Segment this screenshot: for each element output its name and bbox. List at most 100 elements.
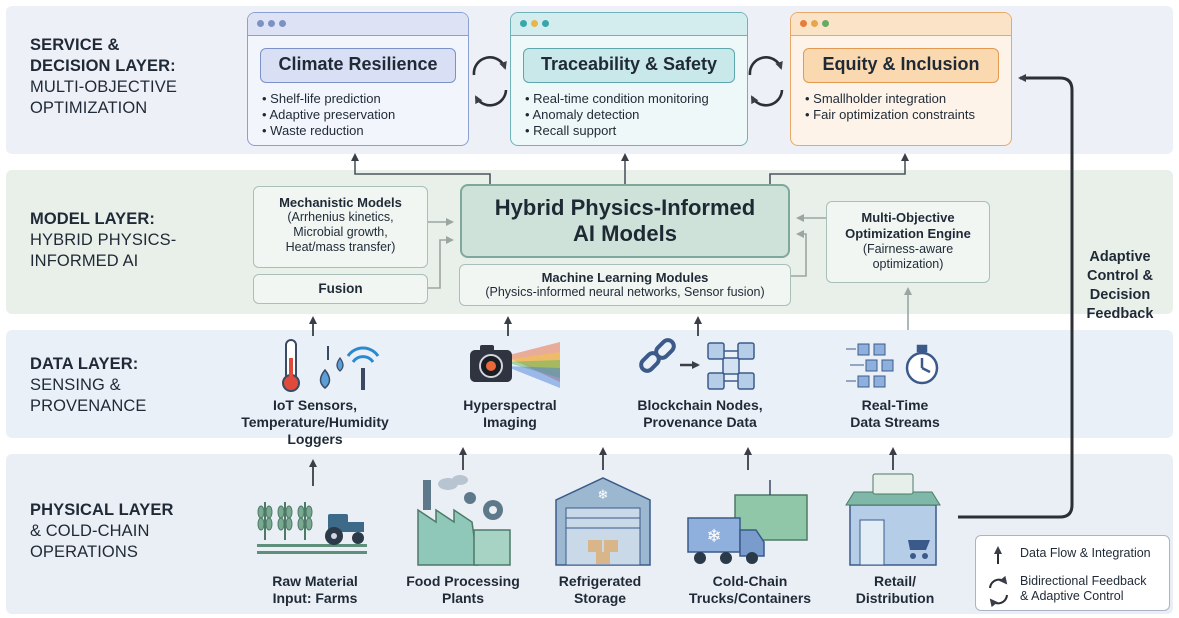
window-dot-icon <box>800 20 807 27</box>
physical-layer-title: PHYSICAL LAYER & COLD-CHAIN OPERATIONS <box>30 500 174 563</box>
traceability-safety-title: Traceability & Safety <box>523 48 735 83</box>
label-line: Refrigerated <box>558 573 642 589</box>
window-titlebar <box>511 13 747 36</box>
label-line: Food Processing <box>406 573 520 589</box>
label-line: & Adaptive Control <box>1020 589 1124 603</box>
iot-sensors-label: IoT Sensors, Temperature/Humidity Logger… <box>240 397 390 448</box>
label-line: Blockchain Nodes, <box>637 397 763 413</box>
list-item: Fair optimization constraints <box>805 107 975 123</box>
physical-layer-title-bold: PHYSICAL LAYER <box>30 501 174 519</box>
adaptive-feedback-label: Adaptive Control & Decision Feedback <box>1078 248 1162 324</box>
label-line: Adaptive <box>1089 249 1151 265</box>
legend-data-flow-label: Data Flow & Integration <box>1020 546 1151 560</box>
model-layer-title-bold: MODEL LAYER: <box>30 210 155 228</box>
data-layer-subtitle2: PROVENANCE <box>30 397 147 415</box>
moo-sub-line1: (Fairness-aware <box>862 242 954 256</box>
label-line: Input: Farms <box>272 590 358 606</box>
moo-title-line2: Optimization Engine <box>845 226 971 241</box>
list-item: Shelf-life prediction <box>262 91 395 107</box>
list-item: Real-time condition monitoring <box>525 91 709 107</box>
legend-feedback-label: Bidirectional Feedback & Adaptive Contro… <box>1020 574 1146 604</box>
model-layer-subtitle1: HYBRID PHYSICS- <box>30 231 177 249</box>
label-line: Temperature/Humidity <box>241 414 389 430</box>
cold-chain-trucks-label: Cold-Chain Trucks/Containers <box>670 573 830 607</box>
data-layer-title: DATA LAYER: SENSING & PROVENANCE <box>30 354 147 417</box>
data-layer-title-bold: DATA LAYER: <box>30 355 139 373</box>
label-line: Retail/ <box>873 573 916 589</box>
legend: Data Flow & Integration Bidirectional Fe… <box>975 535 1170 611</box>
physical-layer-subtitle1: & COLD-CHAIN <box>30 522 150 540</box>
refrigerated-storage-label: Refrigerated Storage <box>540 573 660 607</box>
ml-modules-title: Machine Learning Modules <box>541 270 709 285</box>
retail-distribution-label: Retail/ Distribution <box>840 573 950 607</box>
label-line: Distribution <box>855 590 935 606</box>
window-titlebar <box>791 13 1011 36</box>
moo-sub-line2: optimization) <box>872 257 944 271</box>
data-layer-subtitle1: SENSING & <box>30 376 121 394</box>
traceability-safety-list: Real-time condition monitoring Anomaly d… <box>525 91 709 139</box>
mechanistic-line: Heat/mass transfer) <box>285 240 396 254</box>
label-line: Control & <box>1086 268 1154 284</box>
fusion-label: Fusion <box>318 281 363 296</box>
hybrid-ai-title-line2: AI Models <box>573 221 677 246</box>
legend-icons <box>989 546 1008 608</box>
label-line: Data Streams <box>850 414 940 430</box>
processing-plants-label: Food Processing Plants <box>393 573 533 607</box>
service-layer-title-bold2: DECISION LAYER: <box>30 57 176 75</box>
blockchain-label: Blockchain Nodes, Provenance Data <box>620 397 780 431</box>
data-layer-band <box>6 330 1173 438</box>
label-line: Decision <box>1089 287 1151 303</box>
hyperspectral-label: Hyperspectral Imaging <box>440 397 580 431</box>
service-layer-subtitle2: OPTIMIZATION <box>30 99 148 117</box>
window-dot-icon <box>822 20 829 27</box>
list-item: Anomaly detection <box>525 107 709 123</box>
window-titlebar <box>248 13 468 36</box>
list-item: Waste reduction <box>262 123 395 139</box>
traceability-safety-window: Traceability & Safety Real-time conditio… <box>510 12 748 146</box>
climate-resilience-list: Shelf-life prediction Adaptive preservat… <box>262 91 395 139</box>
farms-label: Raw Material Input: Farms <box>245 573 385 607</box>
climate-resilience-window: Climate Resilience Shelf-life prediction… <box>247 12 469 146</box>
equity-inclusion-window: Equity & Inclusion Smallholder integrati… <box>790 12 1012 146</box>
label-line: IoT Sensors, <box>272 397 358 413</box>
realtime-streams-label: Real-Time Data Streams <box>830 397 960 431</box>
window-dot-icon <box>542 20 549 27</box>
window-dot-icon <box>268 20 275 27</box>
label-line: Feedback <box>1086 306 1154 322</box>
label-line: Imaging <box>483 414 537 430</box>
mechanistic-line: Microbial growth, <box>293 225 388 239</box>
ml-modules-box: Machine Learning Modules (Physics-inform… <box>459 264 791 306</box>
list-item: Smallholder integration <box>805 91 975 107</box>
label-line: Loggers <box>287 431 343 447</box>
label-line: Raw Material <box>272 573 358 589</box>
moo-engine-box: Multi-Objective Optimization Engine (Fai… <box>826 201 990 283</box>
service-layer-title: SERVICE & DECISION LAYER: MULTI-OBJECTIV… <box>30 35 177 119</box>
label-line: Provenance Data <box>643 414 757 430</box>
window-dot-icon <box>520 20 527 27</box>
label-line: Cold-Chain <box>712 573 788 589</box>
model-layer-subtitle2: INFORMED AI <box>30 252 139 270</box>
moo-title-line1: Multi-Objective <box>861 210 955 225</box>
service-layer-subtitle1: MULTI-OBJECTIVE <box>30 78 177 96</box>
label-line: Trucks/Containers <box>688 590 812 606</box>
label-line: Hyperspectral <box>463 397 557 413</box>
label-line: Storage <box>573 590 627 606</box>
model-layer-title: MODEL LAYER: HYBRID PHYSICS- INFORMED AI <box>30 209 176 272</box>
equity-inclusion-list: Smallholder integration Fair optimizatio… <box>805 91 975 123</box>
fusion-box: Fusion <box>253 274 428 304</box>
list-item: Adaptive preservation <box>262 107 395 123</box>
hybrid-ai-models-box: Hybrid Physics-Informed AI Models <box>460 184 790 258</box>
ml-modules-subtitle: (Physics-informed neural networks, Senso… <box>485 285 765 299</box>
window-dot-icon <box>279 20 286 27</box>
label-line: Real-Time <box>861 397 929 413</box>
window-dot-icon <box>531 20 538 27</box>
window-dot-icon <box>257 20 264 27</box>
list-item: Recall support <box>525 123 709 139</box>
service-layer-title-bold: SERVICE & <box>30 36 120 54</box>
hybrid-ai-title-line1: Hybrid Physics-Informed <box>494 195 756 220</box>
window-dot-icon <box>811 20 818 27</box>
mechanistic-models-box: Mechanistic Models (Arrhenius kinetics, … <box>253 186 428 268</box>
label-line: Plants <box>441 590 484 606</box>
bidirectional-feedback-icon <box>989 575 1008 608</box>
label-line: Bidirectional Feedback <box>1020 574 1147 588</box>
